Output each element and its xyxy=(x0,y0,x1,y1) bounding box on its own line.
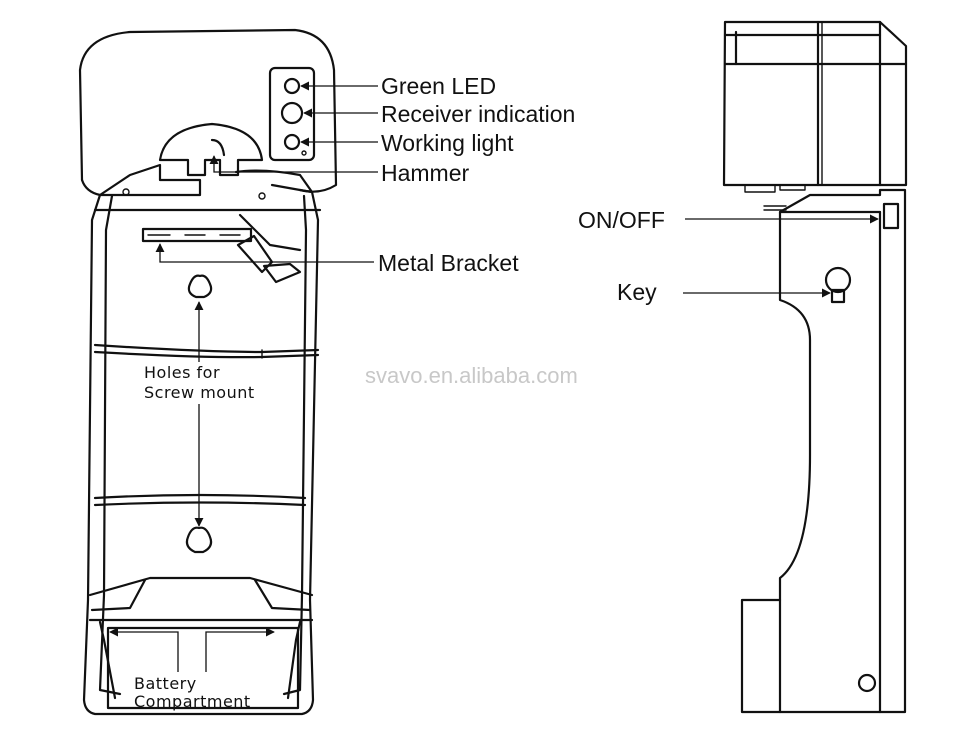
label-working-light: Working light xyxy=(381,130,514,156)
label-holes-line1: Holes for xyxy=(144,363,220,382)
screw-hole-top xyxy=(187,274,213,299)
front-body xyxy=(82,188,320,716)
label-on-off: ON/OFF xyxy=(578,207,665,233)
side-top-cap xyxy=(722,20,908,187)
label-receiver-indication: Receiver indication xyxy=(381,101,575,127)
working-light-icon xyxy=(283,133,301,151)
top-cap xyxy=(78,28,338,193)
side-callouts xyxy=(683,214,879,298)
receiver-indicator-icon xyxy=(280,101,304,125)
battery-compartment xyxy=(106,626,300,710)
label-holes-line2: Screw mount xyxy=(144,383,255,402)
side-view xyxy=(722,20,908,714)
screw-hole-bottom xyxy=(185,526,213,554)
hammer xyxy=(158,122,264,177)
label-hammer: Hammer xyxy=(381,160,470,186)
label-battery-line2: Compartment xyxy=(134,692,251,711)
led-panel xyxy=(268,66,316,162)
watermark: svavo.en.alibaba.com xyxy=(365,363,578,388)
front-callouts xyxy=(109,81,378,672)
side-bottom-button xyxy=(857,673,877,693)
label-green-led: Green LED xyxy=(381,73,496,99)
on-off-switch xyxy=(882,202,900,230)
label-key: Key xyxy=(617,279,657,305)
label-battery-line1: Battery xyxy=(134,674,197,693)
label-metal-bracket: Metal Bracket xyxy=(378,250,519,276)
key-lock-icon xyxy=(824,266,852,304)
metal-bracket xyxy=(141,213,302,284)
green-led-icon xyxy=(283,77,301,95)
side-body xyxy=(740,188,907,714)
front-view xyxy=(78,28,338,716)
